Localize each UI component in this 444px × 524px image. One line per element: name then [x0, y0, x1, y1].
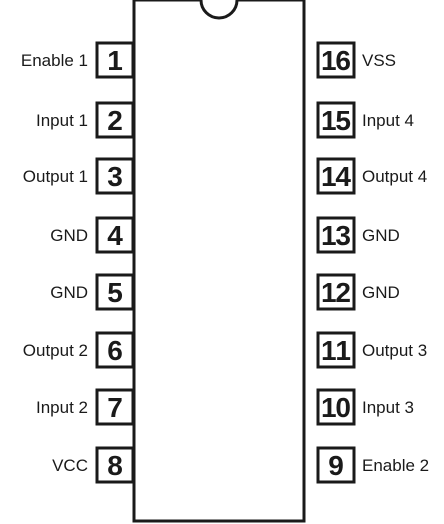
pin-label-16: VSS: [362, 51, 396, 70]
pin-label-10: Input 3: [362, 398, 414, 417]
pin-number-16: 16: [321, 45, 351, 76]
pin-label-8: VCC: [52, 456, 88, 475]
ic-body: [132, 0, 306, 523]
pin-number-7: 7: [107, 392, 123, 423]
pin-label-11: Output 3: [362, 341, 427, 360]
pin-label-4: GND: [50, 226, 88, 245]
pin-label-13: GND: [362, 226, 400, 245]
pin-label-1: Enable 1: [21, 51, 88, 70]
pin-number-9: 9: [328, 450, 344, 481]
pin-box-7: [95, 388, 135, 426]
pin-label-6: Output 2: [23, 341, 88, 360]
pin-number-13: 13: [321, 220, 351, 251]
pin-number-8: 8: [107, 450, 123, 481]
pin-number-2: 2: [107, 105, 123, 136]
pin-number-12: 12: [321, 277, 351, 308]
pin-box-10: [316, 388, 356, 426]
pin-box-14: [316, 157, 356, 195]
pin-box-6: [95, 331, 135, 369]
pin-label-12: GND: [362, 283, 400, 302]
pin-label-5: GND: [50, 283, 88, 302]
pin-box-13: [316, 216, 356, 254]
pin-label-14: Output 4: [362, 167, 427, 186]
pin-label-7: Input 2: [36, 398, 88, 417]
pin-number-14: 14: [321, 161, 351, 192]
pin-label-3: Output 1: [23, 167, 88, 186]
pin-box-11: [316, 331, 356, 369]
pin-number-3: 3: [107, 161, 123, 192]
pin-number-11: 11: [321, 335, 351, 366]
pin-number-1: 1: [107, 45, 123, 76]
pin-box-16: [316, 41, 356, 79]
pin-box-5: [95, 273, 135, 311]
pin-label-9: Enable 2: [362, 456, 429, 475]
pin-box-12: [316, 273, 356, 311]
pin-number-4: 4: [107, 220, 123, 251]
pin-box-2: [95, 101, 135, 139]
pin-label-15: Input 4: [362, 111, 414, 130]
pin-number-5: 5: [107, 277, 123, 308]
pin-number-6: 6: [107, 335, 123, 366]
pin-box-9: [316, 446, 356, 484]
pin-number-15: 15: [321, 105, 351, 136]
pin-label-2: Input 1: [36, 111, 88, 130]
pin-box-4: [95, 216, 135, 254]
pin-box-15: [316, 101, 356, 139]
pin-box-1: [95, 41, 135, 79]
pin-box-8: [95, 446, 135, 484]
pin-box-3: [95, 157, 135, 195]
pin-number-10: 10: [321, 392, 351, 423]
